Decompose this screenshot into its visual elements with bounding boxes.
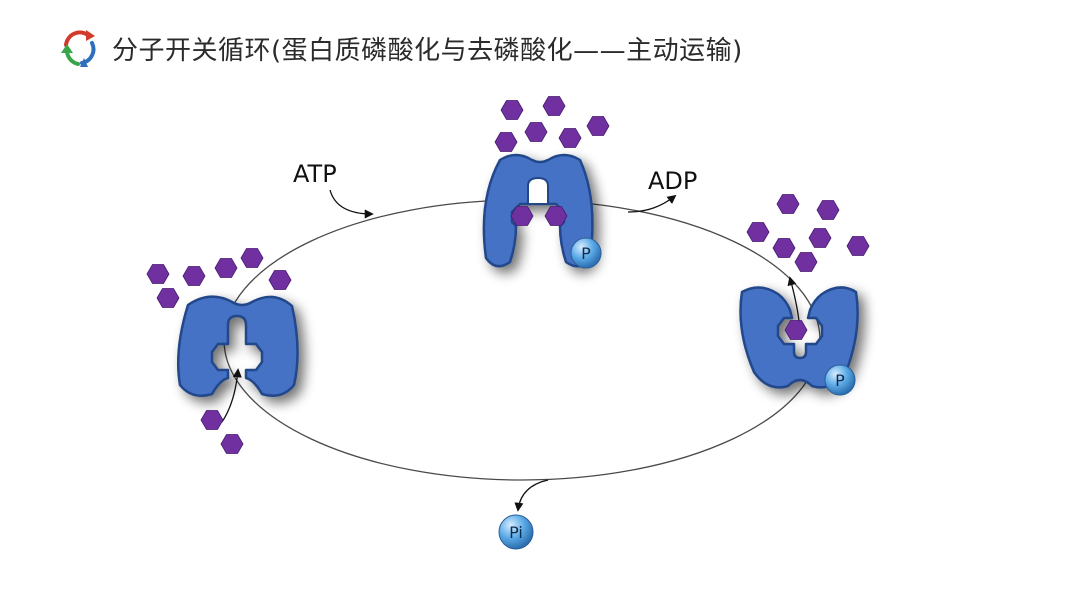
molecule-hexagon bbox=[220, 434, 244, 454]
molecule-hexagon bbox=[214, 258, 238, 278]
molecule-hexagon bbox=[500, 100, 524, 120]
molecule-hexagon bbox=[146, 264, 170, 284]
phosphate-label: Pi bbox=[509, 523, 523, 542]
atp-label: ATP bbox=[293, 160, 337, 188]
free-phosphate-pi: Pi bbox=[498, 514, 534, 550]
phosphate-circle bbox=[498, 514, 534, 550]
solute-molecules bbox=[146, 96, 870, 454]
slide-header: 分子开关循环(蛋白质磷酸化与去磷酸化——主动运输) bbox=[58, 26, 743, 70]
phosphate-on-top-protein: P bbox=[570, 237, 602, 269]
molecule-hexagon bbox=[772, 238, 796, 258]
molecule-hexagon bbox=[544, 206, 568, 226]
adp-label: ADP bbox=[648, 167, 697, 195]
molecule-hexagon bbox=[200, 410, 224, 430]
protein-open-inward bbox=[176, 295, 299, 397]
molecule-hexagon bbox=[156, 288, 180, 308]
pi-arrow bbox=[514, 479, 549, 512]
atp-arrow bbox=[329, 189, 374, 219]
molecule-hexagon bbox=[808, 228, 832, 248]
molecule-hexagon bbox=[794, 252, 818, 272]
molecule-hexagon bbox=[816, 200, 840, 220]
adp-arrow bbox=[627, 194, 677, 213]
phosphate-label: P bbox=[581, 244, 591, 263]
molecule-hexagon bbox=[846, 236, 870, 256]
molecule-hexagon bbox=[182, 266, 206, 286]
molecule-hexagon bbox=[776, 194, 800, 214]
molecule-hexagon bbox=[510, 206, 534, 226]
cycle-path bbox=[223, 199, 821, 481]
protein-bound-phosphorylated bbox=[482, 153, 594, 268]
phosphate-label: P bbox=[835, 371, 845, 390]
molecule-hexagon bbox=[240, 248, 264, 268]
molecule-hexagon bbox=[268, 270, 292, 290]
protein-open-outward bbox=[739, 286, 859, 389]
phosphate-groups: P P Pi bbox=[498, 237, 856, 550]
molecule-hexagon bbox=[586, 116, 610, 136]
molecule-hexagon bbox=[524, 122, 548, 142]
molecule-hexagon bbox=[494, 132, 518, 152]
molecule-hexagon bbox=[542, 96, 566, 116]
phosphate-on-right-protein: P bbox=[824, 364, 856, 396]
entry-arrow bbox=[221, 368, 242, 423]
molecule-hexagon bbox=[746, 222, 770, 242]
cycle-arrows-icon bbox=[61, 30, 96, 67]
molecule-hexagon bbox=[784, 320, 808, 340]
molecule-hexagon bbox=[558, 128, 582, 148]
phosphate-circle bbox=[570, 237, 602, 269]
slide-title: 分子开关循环(蛋白质磷酸化与去磷酸化——主动运输) bbox=[112, 35, 743, 66]
phosphate-circle bbox=[824, 364, 856, 396]
